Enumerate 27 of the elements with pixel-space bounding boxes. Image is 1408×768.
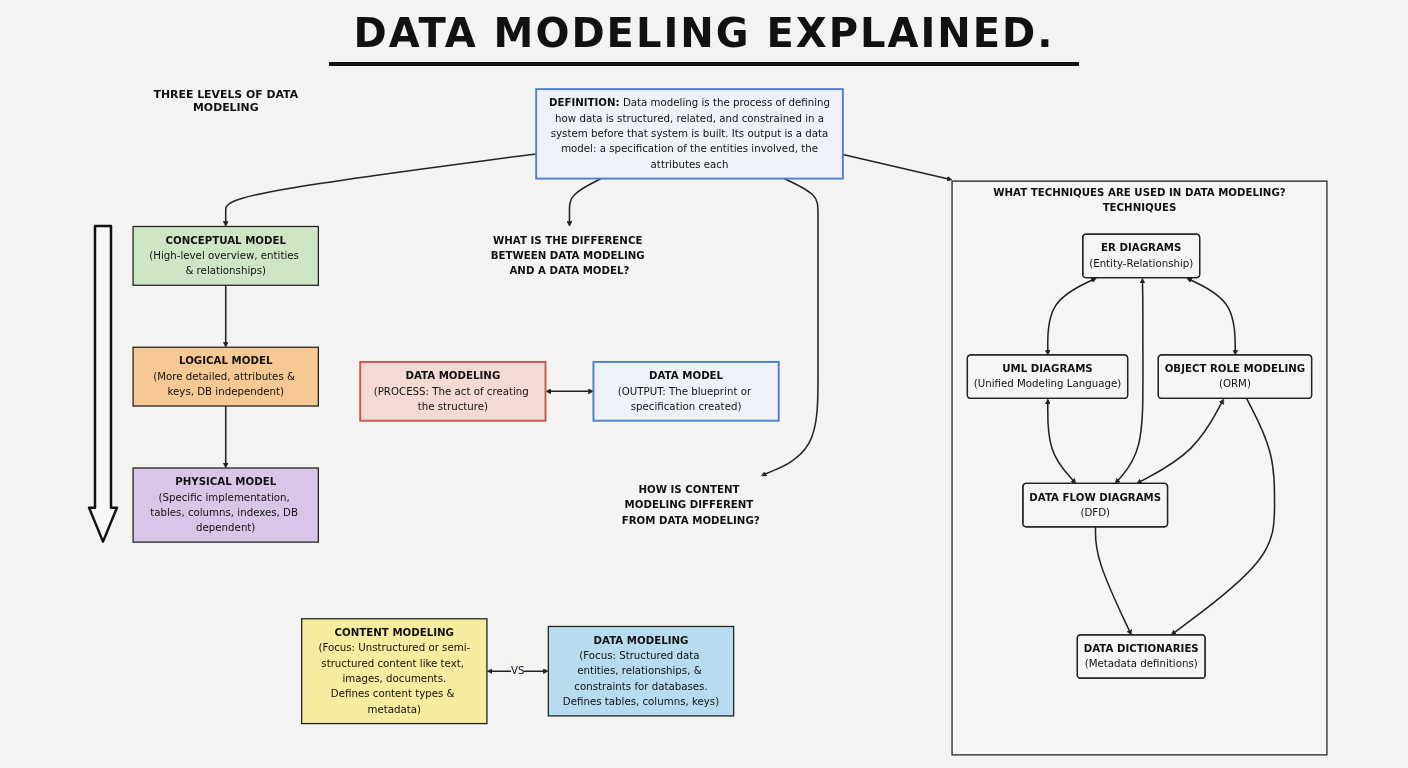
node-text: HOW IS CONTENT MODELING DIFFERENT FROM DATA MODELING?: [621, 483, 760, 527]
arrow: [566, 177, 602, 227]
node-box: LOGICAL MODEL (More detailed, attributes & keys, DB independent): [132, 346, 319, 407]
arrow: [1045, 277, 1097, 356]
node-box: DATA MODELING (Focus: Structured data entities, relationships, & constraints for databases. Defines tables, columns, keys): [547, 625, 735, 717]
arrow: [1045, 398, 1077, 484]
node-box: DATA MODEL (OUTPUT: The blueprint or specification created): [592, 361, 780, 422]
arrow: [222, 284, 229, 348]
node-box: CONCEPTUAL MODEL (High-level overview, entities & relationships): [132, 225, 319, 286]
arrow: [222, 153, 537, 227]
node-text: WHAT IS THE DIFFERENCE BETWEEN DATA MODELING AND A DATA MODEL?: [490, 234, 645, 277]
arrow: [1170, 397, 1276, 636]
arrow: [842, 153, 953, 182]
node-box: DATA MODELING (PROCESS: The act of creating the structure): [359, 361, 547, 422]
arrow: [1186, 277, 1239, 356]
arrow: [1114, 277, 1146, 484]
node-box: CONTENT MODELING (Focus: Unstructured or semi-structured content like text, images, documents. Defines content types & metadata): [301, 618, 488, 725]
arrow: [545, 388, 594, 395]
node-box: PHYSICAL MODEL (Specific implementation, tables, columns, indexes, DB dependent): [132, 467, 319, 543]
edge-label: VS: [510, 664, 525, 677]
title: DATA MODELING EXPLAINED.: [329, 10, 1079, 66]
arrow: [222, 405, 229, 469]
node-box: DEFINITION: Data modeling is the process of defining how data is structured, related, and constrained in a system before that system is built. Its output is a data model: a specification of the entities involved, the attributes each: [535, 88, 844, 180]
arrow: [761, 177, 819, 477]
arrow: [1136, 398, 1224, 484]
arrow: [1094, 526, 1132, 636]
section-heading: THREE LEVELS OF DATA MODELING: [152, 89, 300, 115]
